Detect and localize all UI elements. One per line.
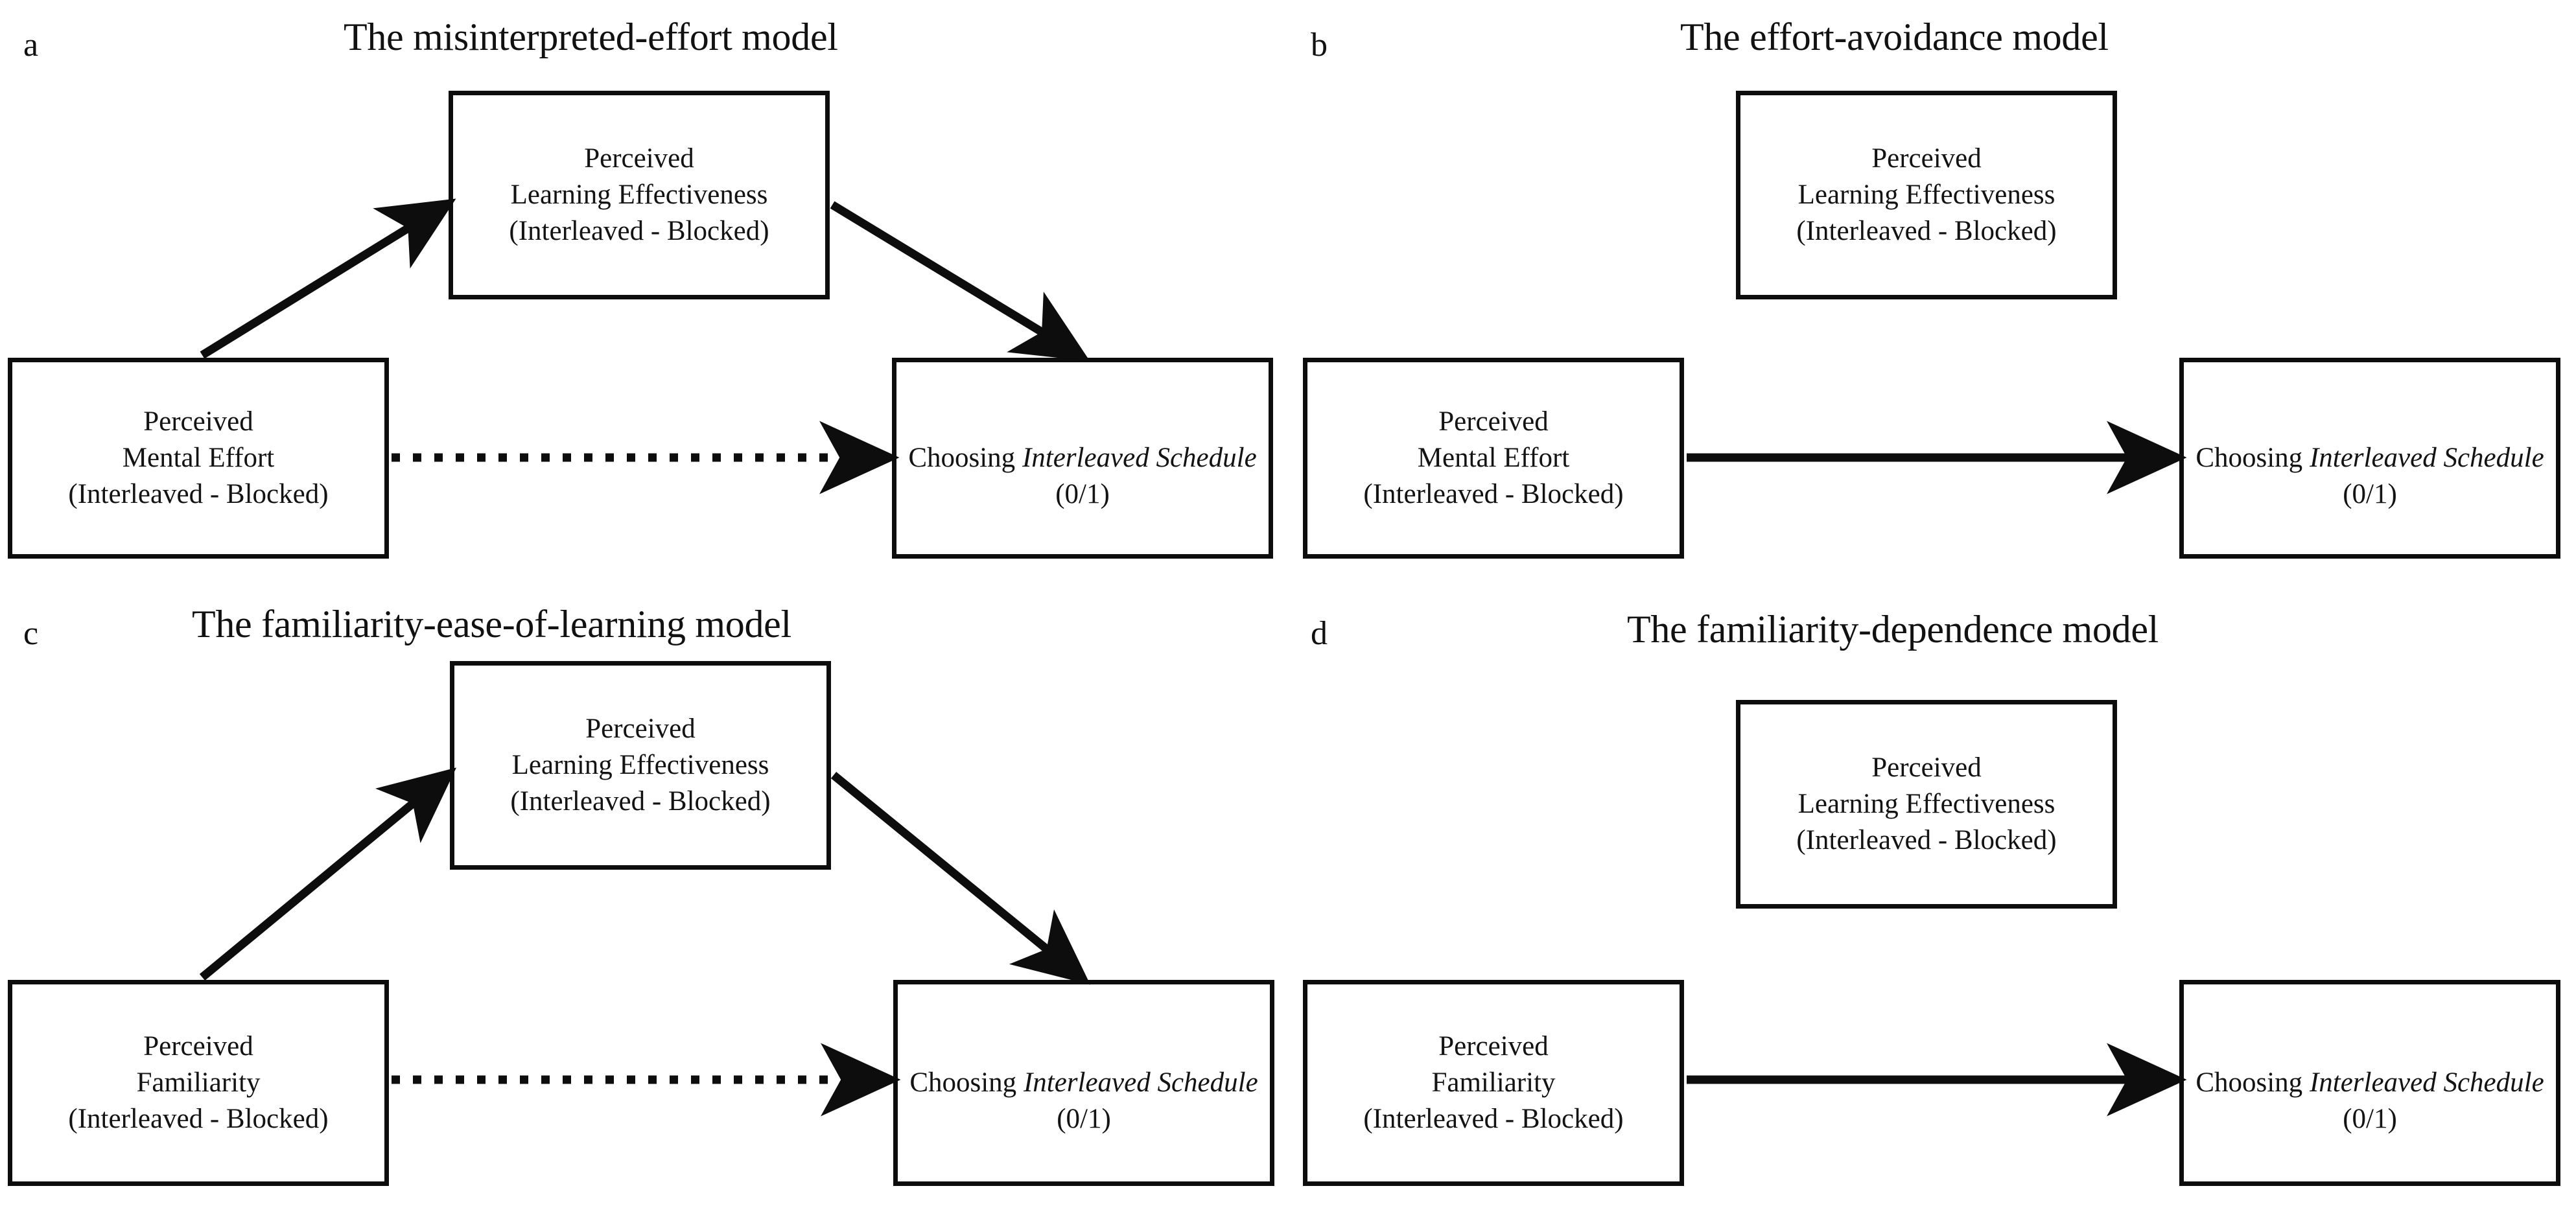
node-predictor-b-label: Perceived Mental Effort (Interleaved - B…	[1363, 406, 1624, 509]
outcome-italic-b: Interleaved Schedule	[2309, 443, 2544, 474]
node-mediator-d-label: Perceived Learning Effectiveness (Interl…	[1796, 752, 2057, 855]
node-outcome-a-label: Choosing Interleaved Schedule (0/1)	[896, 404, 1269, 513]
node-predictor-b: Perceived Mental Effort (Interleaved - B…	[1303, 358, 1684, 559]
edge-predictor-to-mediator-c	[199, 767, 457, 981]
node-outcome-c-label: Choosing Interleaved Schedule (0/1)	[898, 1028, 1270, 1137]
outcome-suffix-c: (0/1)	[1057, 1103, 1111, 1134]
node-mediator-c-label: Perceived Learning Effectiveness (Interl…	[510, 714, 771, 817]
panel-letter-c: c	[23, 615, 39, 652]
panel-title-b: The effort-avoidance model	[1680, 16, 2109, 58]
outcome-suffix-b: (0/1)	[2343, 478, 2397, 509]
node-predictor-d-label: Perceived Familiarity (Interleaved - Blo…	[1363, 1031, 1624, 1134]
node-predictor-a: Perceived Mental Effort (Interleaved - B…	[8, 358, 389, 559]
outcome-suffix-d: (0/1)	[2343, 1103, 2397, 1134]
panel-letter-a: a	[23, 27, 39, 64]
node-outcome-b: Choosing Interleaved Schedule (0/1)	[2179, 358, 2560, 559]
outcome-prefix-a: Choosing	[908, 443, 1022, 474]
node-outcome-c: Choosing Interleaved Schedule (0/1)	[893, 980, 1274, 1186]
node-mediator-a: Perceived Learning Effectiveness (Interl…	[449, 91, 830, 299]
node-outcome-d: Choosing Interleaved Schedule (0/1)	[2179, 980, 2560, 1186]
outcome-italic-a: Interleaved Schedule	[1022, 443, 1257, 474]
node-predictor-c: Perceived Familiarity (Interleaved - Blo…	[8, 980, 389, 1186]
node-mediator-b-label: Perceived Learning Effectiveness (Interl…	[1796, 143, 2057, 246]
outcome-suffix-a: (0/1)	[1055, 478, 1110, 509]
panel-title-c: The familiarity-ease-of-learning model	[192, 603, 791, 645]
panel-title-d: The familiarity-dependence model	[1627, 608, 2159, 651]
outcome-italic-d: Interleaved Schedule	[2309, 1067, 2544, 1098]
panel-title-a: The misinterpreted-effort model	[344, 16, 838, 58]
node-outcome-d-label: Choosing Interleaved Schedule (0/1)	[2184, 1028, 2556, 1137]
edge-predictor-to-mediator-a	[200, 198, 456, 359]
panel-letter-d: d	[1311, 615, 1328, 652]
outcome-prefix-d: Choosing	[2195, 1067, 2310, 1098]
node-predictor-a-label: Perceived Mental Effort (Interleaved - B…	[68, 406, 329, 509]
edge-mediator-to-outcome-c	[830, 771, 1091, 985]
node-mediator-b: Perceived Learning Effectiveness (Interl…	[1736, 91, 2117, 299]
node-mediator-c: Perceived Learning Effectiveness (Interl…	[450, 661, 831, 870]
outcome-prefix-c: Choosing	[909, 1067, 1024, 1098]
node-outcome-b-label: Choosing Interleaved Schedule (0/1)	[2184, 404, 2556, 513]
node-predictor-d: Perceived Familiarity (Interleaved - Blo…	[1303, 980, 1684, 1186]
node-outcome-a: Choosing Interleaved Schedule (0/1)	[892, 358, 1273, 559]
node-mediator-a-label: Perceived Learning Effectiveness (Interl…	[509, 143, 769, 246]
edge-mediator-to-outcome-a	[830, 201, 1090, 362]
outcome-italic-c: Interleaved Schedule	[1023, 1067, 1258, 1098]
panel-letter-b: b	[1311, 27, 1328, 64]
node-mediator-d: Perceived Learning Effectiveness (Interl…	[1736, 700, 2117, 909]
node-predictor-c-label: Perceived Familiarity (Interleaved - Blo…	[68, 1031, 329, 1134]
outcome-prefix-b: Choosing	[2195, 443, 2310, 474]
